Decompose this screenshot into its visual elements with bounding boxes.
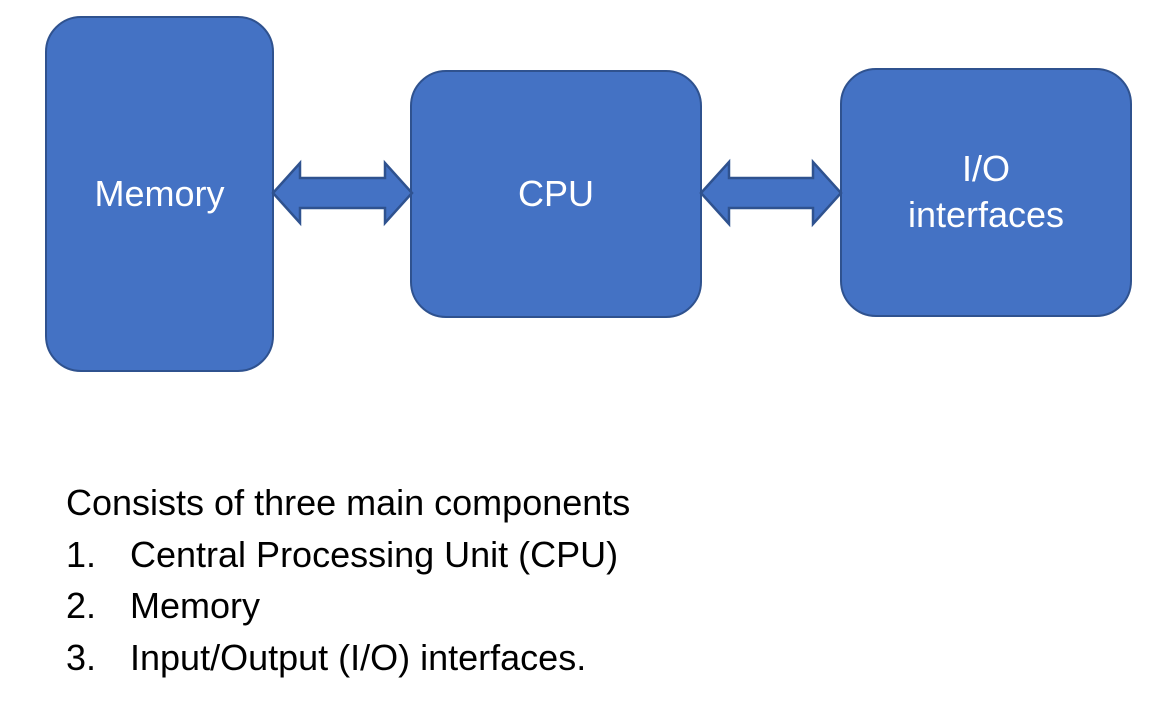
cpu-node: CPU (410, 70, 702, 318)
memory-cpu-double-arrow (271, 159, 414, 227)
components-description: Consists of three main components 1. Cent… (66, 477, 630, 683)
list-item-text: Input/Output (I/O) interfaces. (130, 636, 587, 678)
description-heading: Consists of three main components (66, 482, 631, 523)
memory-node: Memory (45, 16, 274, 372)
list-item: 1. Central Processing Unit (CPU) (66, 529, 630, 581)
io-node-label-line-2: interfaces (907, 193, 1065, 235)
list-item-number: 3. (66, 636, 97, 678)
cpu-node-label: CPU (517, 173, 594, 215)
io-node-label-line-1: I/O (961, 148, 1010, 190)
list-item: 3. Input/Output (I/O) interfaces. (66, 632, 630, 684)
list-item-number: 1. (66, 533, 97, 575)
io-node-label: I/O interfaces (908, 147, 1064, 237)
list-item-text: Memory (130, 585, 261, 626)
memory-node-label: Memory (94, 173, 225, 215)
list-item-number: 2. (66, 585, 97, 626)
list-item: 2. Memory (66, 580, 630, 632)
io-node: I/O interfaces (840, 68, 1132, 317)
list-item-text: Central Processing Unit (CPU) (130, 533, 619, 575)
cpu-io-double-arrow (699, 158, 843, 228)
